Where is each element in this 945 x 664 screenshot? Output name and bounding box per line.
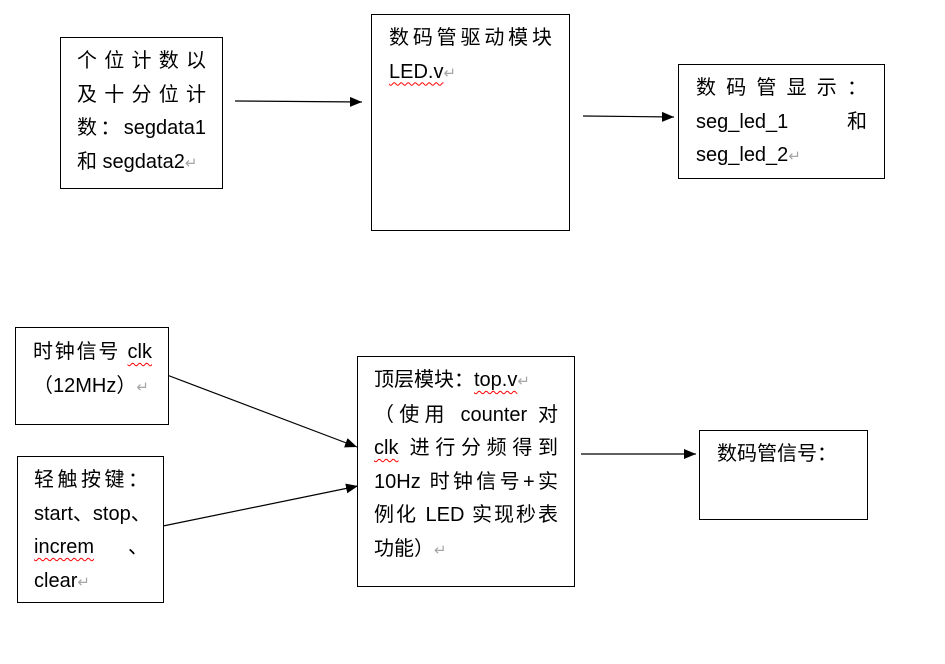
buttons-box-line-3: increm 、 xyxy=(34,531,148,565)
buttons-box[interactable]: 轻触按键： start、stop、 increm 、 clear↵ xyxy=(17,456,164,603)
counter-box-line-3: 数：segdata1 xyxy=(77,117,206,139)
display-box-line-3-text: seg_led_2 xyxy=(696,144,789,166)
display-box[interactable]: 数码管显示： seg_led_1 和 seg_led_2↵ xyxy=(678,64,885,179)
buttons-box-line-3-rest: 、 xyxy=(94,536,148,558)
led-driver-filename: LED.v xyxy=(389,60,444,83)
clock-box[interactable]: 时钟信号 clk （12MHz）↵ xyxy=(15,327,169,425)
increm-button-name: increm xyxy=(34,536,95,558)
signal-box[interactable]: 数码管信号： xyxy=(699,430,868,520)
buttons-box-line-4: clear↵ xyxy=(34,565,148,600)
buttons-box-line-2: start、stop、 xyxy=(34,502,151,525)
buttons-box-line-4-text: clear xyxy=(34,569,78,592)
counter-box[interactable]: 个位计数以 及十分位计 数：segdata1 和 segdata2↵ xyxy=(60,37,223,189)
top-module-box[interactable]: 顶层模块：top.v↵ （使用 counter 对 clk 进行分频得到 10H… xyxy=(357,356,575,587)
signal-box-line-1: 数码管信号： xyxy=(717,443,837,465)
paragraph-mark: ↵ xyxy=(434,540,447,559)
paragraph-mark: ↵ xyxy=(517,372,530,390)
led-driver-box[interactable]: 数码管驱动模块 LED.v↵ xyxy=(371,14,570,231)
arrow-led-driver-to-display[interactable] xyxy=(582,111,675,122)
buttons-box-line-1: 轻触按键： xyxy=(34,469,148,491)
top-module-box-line-2: （使用 counter 对 xyxy=(374,403,558,426)
top-module-box-line-3-rest: 进行分频得到 xyxy=(398,437,558,459)
counter-box-line-4: 和 segdata2↵ xyxy=(77,146,206,181)
top-module-filename: top.v xyxy=(474,369,518,391)
paragraph-mark: ↵ xyxy=(77,572,90,591)
display-box-line-1: 数码管显示： xyxy=(696,77,867,99)
clock-box-line-1: 时钟信号 clk xyxy=(33,336,152,370)
counter-box-line-2: 及十分位计 xyxy=(77,83,206,106)
arrow-clock-to-top-module[interactable] xyxy=(166,374,358,448)
top-module-clk-word: clk xyxy=(374,437,399,459)
clock-box-line-1-text: 时钟信号 xyxy=(33,341,128,363)
arrow-counter-to-led-driver[interactable] xyxy=(234,96,363,107)
top-module-box-line-6-text: 功能） xyxy=(374,537,434,560)
paragraph-mark: ↵ xyxy=(443,63,457,82)
top-module-box-line-6: 功能）↵ xyxy=(374,533,558,568)
paragraph-mark: ↵ xyxy=(788,147,801,165)
clock-box-line-2-text: （12MHz） xyxy=(33,374,137,397)
counter-box-line-1: 个位计数以 xyxy=(77,50,206,72)
led-driver-box-line-1: 数码管驱动模块 xyxy=(389,27,552,49)
clock-box-line-2: （12MHz）↵ xyxy=(33,370,152,405)
led-driver-box-line-2: LED.v↵ xyxy=(389,56,552,91)
counter-box-line-4-text: 和 segdata2 xyxy=(77,150,185,173)
top-module-box-line-4: 10Hz 时钟信号+实 xyxy=(374,470,558,493)
display-box-line-3: seg_led_2↵ xyxy=(696,139,867,174)
paragraph-mark: ↵ xyxy=(184,153,198,172)
top-module-box-line-1-text: 顶层模块： xyxy=(374,369,474,391)
paragraph-mark: ↵ xyxy=(136,377,149,396)
clock-signal-name: clk xyxy=(127,341,152,363)
arrow-buttons-to-top-module[interactable] xyxy=(162,483,359,527)
top-module-box-line-5: 例化 LED 实现秒表 xyxy=(374,504,558,526)
top-module-box-line-1: 顶层模块：top.v↵ xyxy=(374,364,558,399)
top-module-box-line-3: clk 进行分频得到 xyxy=(374,432,558,466)
display-box-line-2: seg_led_1 和 xyxy=(696,110,867,133)
